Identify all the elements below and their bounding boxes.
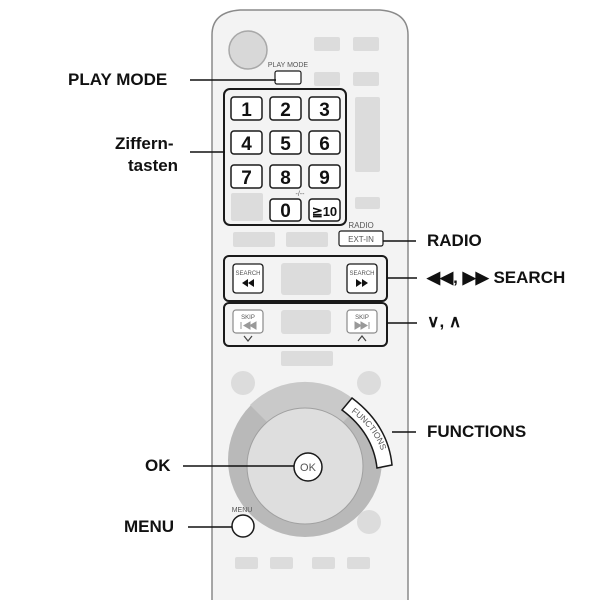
- bottom-button-1[interactable]: [235, 557, 258, 569]
- ok-button-text: OK: [300, 462, 317, 474]
- ok-button[interactable]: [293, 452, 323, 482]
- top-round-button[interactable]: [228, 30, 268, 70]
- side-small-button[interactable]: [355, 197, 380, 209]
- callout-ok: OK: [145, 456, 171, 475]
- play-mode-button[interactable]: [274, 70, 302, 85]
- callout-radio: RADIO: [427, 231, 482, 250]
- callout-ziffern-line2: tasten: [128, 156, 179, 175]
- search-center-button[interactable]: [281, 263, 331, 295]
- side-tall-button[interactable]: [355, 97, 380, 172]
- top-button-3[interactable]: [314, 72, 340, 86]
- key-ten-plus-label: ≧10: [312, 204, 337, 219]
- chevron-up-icon: [357, 335, 367, 342]
- left-square-button[interactable]: [231, 193, 263, 221]
- skip-back-icon: [240, 321, 257, 330]
- callout-skip: ∨, ∧: [427, 312, 462, 331]
- number-keypad-frame: [223, 88, 347, 226]
- lower-right-round-button[interactable]: [357, 510, 381, 534]
- key-1-label: 1: [241, 100, 252, 121]
- left-round-button[interactable]: [231, 371, 255, 395]
- right-round-button[interactable]: [357, 371, 381, 395]
- top-button-4[interactable]: [353, 72, 379, 86]
- key-8-label: 8: [280, 168, 291, 189]
- radio-button-caption: RADIO: [348, 221, 373, 230]
- bottom-button-2[interactable]: [270, 557, 293, 569]
- key-2-label: 2: [280, 100, 291, 121]
- key-8[interactable]: [269, 164, 302, 189]
- skip-back-button[interactable]: [232, 309, 264, 334]
- rewind-icon: [242, 279, 254, 287]
- key-9-label: 9: [319, 168, 330, 189]
- top-button-1[interactable]: [314, 37, 340, 51]
- wide-gray-button[interactable]: [281, 351, 333, 366]
- key-6-label: 6: [319, 134, 330, 155]
- skip-row-frame: [223, 302, 388, 347]
- search-back-button[interactable]: [232, 263, 264, 294]
- search-forward-caption: SEARCH: [349, 271, 374, 277]
- key-0[interactable]: [269, 198, 302, 222]
- callout-play-mode: PLAY MODE: [68, 70, 168, 89]
- key-6[interactable]: [308, 130, 341, 155]
- key-1[interactable]: [230, 96, 263, 121]
- callout-functions: FUNCTIONS: [427, 422, 527, 441]
- functions-button[interactable]: [340, 396, 393, 469]
- key-ten-plus[interactable]: [308, 198, 341, 222]
- skip-center-button[interactable]: [281, 310, 331, 334]
- callout-ziffern-line1: Ziffern-: [115, 134, 174, 153]
- callout-menu: MENU: [124, 517, 175, 536]
- bottom-button-4[interactable]: [347, 557, 370, 569]
- key-7[interactable]: [230, 164, 263, 189]
- menu-button[interactable]: [231, 514, 255, 538]
- key-4[interactable]: [230, 130, 263, 155]
- key-3-label: 3: [319, 100, 330, 121]
- key-5-label: 5: [280, 134, 291, 155]
- key-0-label: 0: [280, 201, 291, 222]
- key-2[interactable]: [269, 96, 302, 121]
- top-button-2[interactable]: [353, 37, 379, 51]
- dash-key-caption: -/--: [296, 191, 306, 198]
- skip-forward-caption: SKIP: [355, 315, 369, 321]
- skip-back-caption: SKIP: [241, 315, 255, 321]
- fast-forward-icon: [356, 279, 368, 287]
- ext-in-button-text: EXT-IN: [348, 235, 374, 244]
- skip-forward-icon: [354, 321, 370, 330]
- search-forward-button[interactable]: [346, 263, 378, 294]
- callout-search: ◀◀, ▶▶ SEARCH: [427, 268, 566, 287]
- gray-button-mid[interactable]: [286, 232, 328, 247]
- key-3[interactable]: [308, 96, 341, 121]
- key-4-label: 4: [241, 134, 252, 155]
- skip-forward-button[interactable]: [346, 309, 378, 334]
- nav-ring-top-arc: [250, 381, 360, 425]
- key-5[interactable]: [269, 130, 302, 155]
- play-mode-button-caption: PLAY MODE: [268, 62, 309, 69]
- bottom-button-3[interactable]: [312, 557, 335, 569]
- search-back-caption: SEARCH: [235, 271, 260, 277]
- radio-ext-in-button[interactable]: [338, 230, 384, 247]
- menu-button-caption: MENU: [232, 507, 253, 514]
- gray-button-left[interactable]: [233, 232, 275, 247]
- key-7-label: 7: [241, 168, 252, 189]
- key-9[interactable]: [308, 164, 341, 189]
- chevron-down-icon: [243, 335, 253, 342]
